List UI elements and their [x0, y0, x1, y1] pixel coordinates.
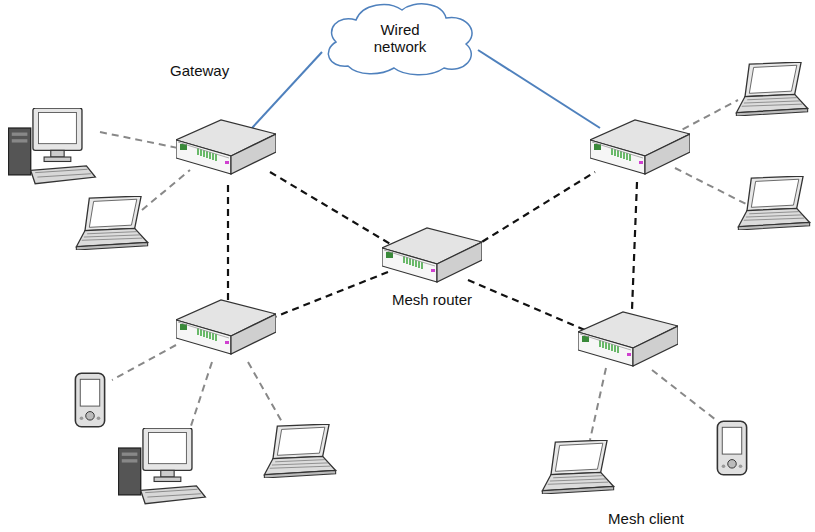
- mesh-link: [228, 172, 637, 330]
- client-link: [100, 100, 748, 440]
- laptop-client: [736, 62, 807, 116]
- laptop-client: [542, 440, 613, 494]
- cloud-node: Wired network: [318, 0, 482, 76]
- device-label: Mesh client: [606, 510, 686, 527]
- pda-client: [717, 421, 746, 475]
- cloud-label: Wired network: [365, 21, 435, 55]
- mesh-router: [176, 300, 276, 354]
- gateway-router: [176, 120, 276, 174]
- laptop-client: [738, 176, 809, 230]
- laptop-client: [76, 196, 147, 250]
- device-label: Gateway: [168, 62, 231, 79]
- device-label: Mesh router: [390, 291, 474, 308]
- mesh-router: [382, 228, 482, 282]
- laptop-client: [264, 424, 335, 478]
- desktop-client: [8, 108, 95, 184]
- mesh-router: [578, 312, 678, 366]
- pda-client: [75, 373, 104, 427]
- gateway-router: [590, 120, 690, 174]
- desktop-client: [118, 428, 205, 504]
